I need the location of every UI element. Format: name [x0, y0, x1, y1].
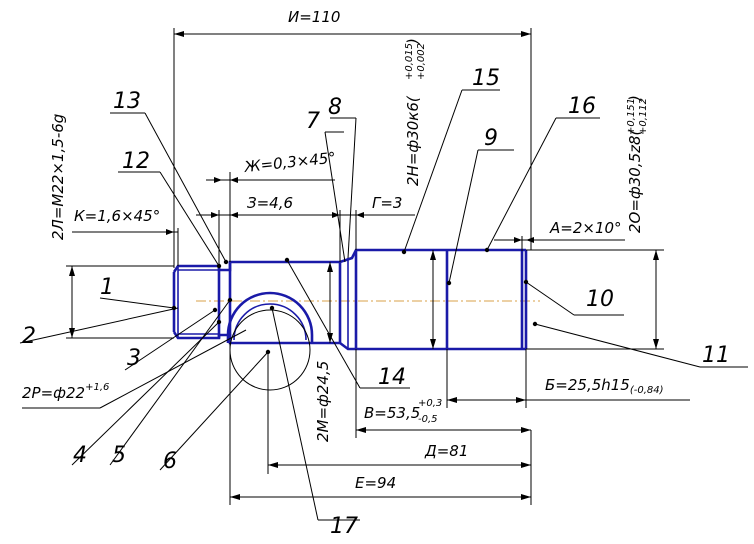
dim-O: 2О=ф30,5z8( +0,151 +0,112 ): [526, 95, 664, 350]
dim-N-label: 2Н=ф30к6( +0,015 +0,002 ): [404, 38, 427, 186]
dim-V-label: В=53,5: [364, 404, 420, 422]
dim-L-label: 2Л=М22×1,5-6g: [49, 114, 67, 240]
callout-3: 3: [127, 346, 141, 371]
callout-2: 2: [22, 324, 36, 349]
key-slot-inner: [233, 303, 307, 341]
dim-I: И=110: [173, 8, 532, 268]
dim-R-label: 2Р=ф22+1,6: [22, 382, 109, 402]
dim-Z-label: З=4,6: [247, 194, 293, 212]
svg-text:): ): [404, 38, 422, 45]
dim-V: В=53,5 +0,3 -0,5: [355, 349, 531, 438]
callout-11: 11: [702, 343, 730, 368]
dim-V-upper: +0,3: [418, 398, 442, 409]
dim-V-lower: -0,5: [418, 414, 438, 425]
dim-D: Д=81: [267, 350, 531, 474]
svg-text:+0,112: +0,112: [638, 98, 649, 135]
key-slot: [226, 291, 314, 343]
key-circle: [229, 309, 311, 391]
callout-5: 5: [112, 443, 126, 468]
callout-13: 13: [113, 89, 141, 114]
callout-17: 17: [330, 514, 358, 539]
svg-text:+0,002: +0,002: [416, 43, 427, 80]
shaft-outline: [172, 248, 528, 351]
callout-16: 16: [568, 94, 596, 119]
dim-Z: З=4,6: [196, 194, 330, 266]
dim-L: 2Л=М22×1,5-6g: [49, 114, 174, 339]
callouts: 1 2 3 4 5 6 7 8 9 10: [19, 66, 748, 539]
callout-9: 9: [484, 126, 498, 151]
dim-K: К=1,6×45°: [72, 207, 179, 266]
dim-B: Б=25,5h15(-0,84): [446, 349, 690, 408]
svg-text:2О=ф30,5z8(: 2О=ф30,5z8(: [626, 128, 644, 233]
svg-text:+0,015: +0,015: [404, 43, 415, 80]
callout-10: 10: [586, 287, 614, 312]
callout-8: 8: [328, 95, 342, 120]
callout-4: 4: [73, 443, 87, 468]
callout-12: 12: [122, 149, 150, 174]
dim-A-label: А=2×10°: [549, 219, 622, 237]
callout-7: 7: [306, 109, 320, 134]
svg-text:): ): [626, 95, 644, 102]
dim-R: 2Р=ф22+1,6: [22, 329, 247, 409]
dim-D-label: Д=81: [424, 442, 468, 460]
dim-G-label: Г=3: [372, 194, 402, 212]
dim-Zh-label: Ж=0,3×45°: [243, 148, 337, 176]
dim-G: Г=3: [322, 194, 415, 262]
dim-I-label: И=110: [288, 8, 340, 26]
dim-E-label: Е=94: [355, 474, 396, 492]
dim-M-label: 2М=ф24,5: [314, 361, 332, 442]
callout-6: 6: [163, 449, 177, 474]
callout-1: 1: [100, 275, 114, 300]
callout-15: 15: [472, 66, 500, 91]
dim-B-label: Б=25,5h15(-0,84): [545, 376, 664, 396]
dim-A: А=2×10°: [494, 219, 625, 251]
dim-M: 2М=ф24,5: [314, 262, 333, 442]
svg-text:2Н=ф30к6(: 2Н=ф30к6(: [404, 95, 422, 186]
dim-O-label: 2О=ф30,5z8( +0,151 +0,112 ): [626, 95, 649, 233]
svg-text:+0,151: +0,151: [626, 98, 637, 135]
callout-14: 14: [378, 365, 406, 390]
dim-E: Е=94: [229, 343, 532, 505]
dim-N: 2Н=ф30к6( +0,015 +0,002 ): [404, 38, 436, 349]
dim-K-label: К=1,6×45°: [74, 207, 160, 225]
